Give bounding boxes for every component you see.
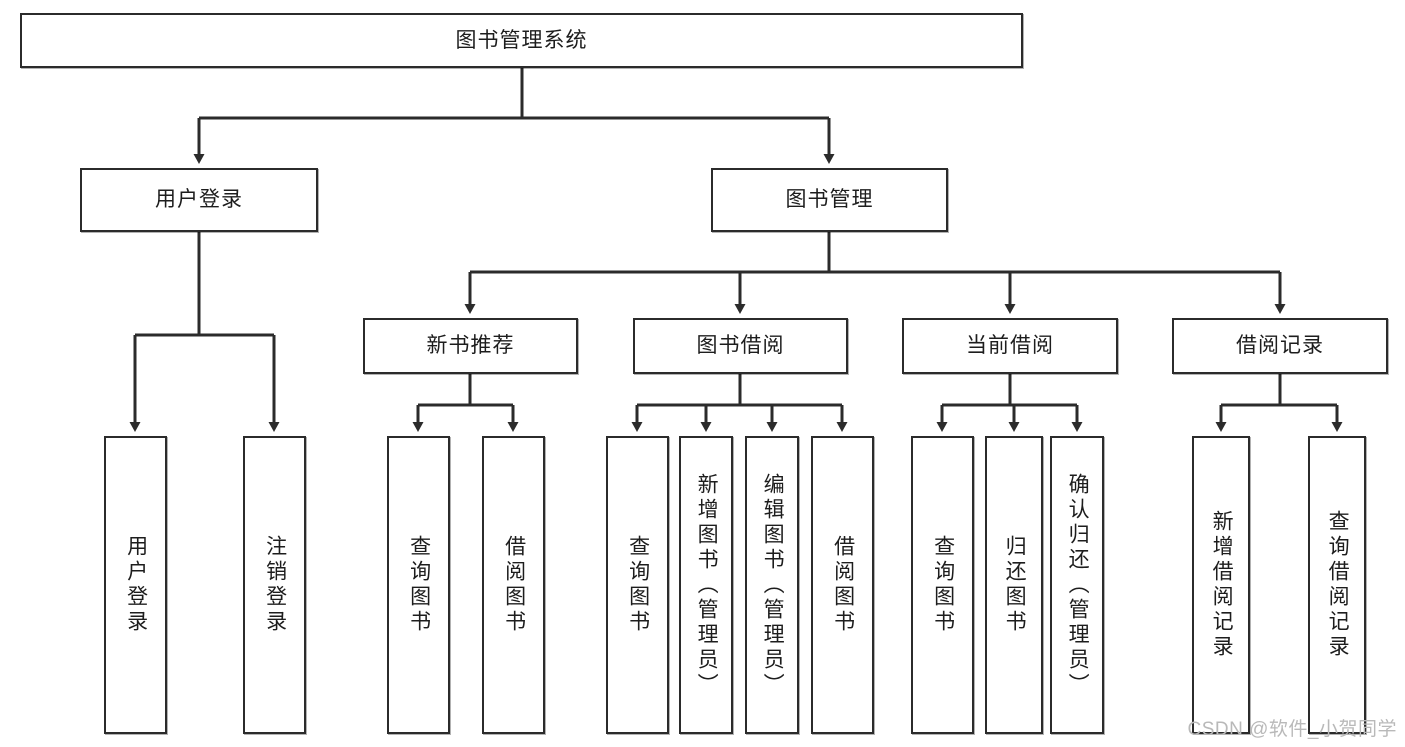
leaf-cur-confirm[interactable]: 确认归还（管理员） [1050, 436, 1104, 734]
node-root-label: 图书管理系统 [455, 28, 588, 52]
leaf-rec-query-label: 查询图书 [407, 535, 431, 635]
leaf-cur-confirm-label: 确认归还（管理员） [1066, 472, 1090, 698]
node-new-book-rec[interactable]: 新书推荐 [363, 318, 578, 374]
leaf-cur-query[interactable]: 查询图书 [911, 436, 974, 734]
node-borrow-record-label: 借阅记录 [1236, 334, 1324, 358]
node-user-login[interactable]: 用户登录 [80, 168, 318, 232]
watermark-text: CSDN @软件_小贺同学 [1187, 719, 1397, 740]
node-book-borrow-label: 图书借阅 [696, 334, 785, 358]
node-current-borrow[interactable]: 当前借阅 [902, 318, 1118, 374]
leaf-borrow-query-label: 查询图书 [626, 535, 650, 635]
leaf-rec-search-label: 查询借阅记录 [1326, 510, 1350, 660]
leaf-cur-return[interactable]: 归还图书 [985, 436, 1043, 734]
leaf-cur-return-label: 归还图书 [1003, 535, 1027, 635]
leaf-rec-borrow[interactable]: 借阅图书 [482, 436, 545, 734]
leaf-borrow-edit-label: 编辑图书（管理员） [761, 472, 785, 698]
leaf-rec-search[interactable]: 查询借阅记录 [1308, 436, 1366, 734]
node-root[interactable]: 图书管理系统 [20, 13, 1023, 68]
leaf-user-logout-label: 注销登录 [263, 535, 287, 635]
leaf-user-login[interactable]: 用户登录 [104, 436, 167, 734]
node-book-borrow[interactable]: 图书借阅 [633, 318, 848, 374]
leaf-user-login-label: 用户登录 [124, 535, 148, 635]
leaf-rec-query[interactable]: 查询图书 [387, 436, 450, 734]
leaf-rec-add-label: 新增借阅记录 [1210, 510, 1234, 660]
node-borrow-record[interactable]: 借阅记录 [1172, 318, 1388, 374]
leaf-borrow-do[interactable]: 借阅图书 [811, 436, 874, 734]
node-new-book-rec-label: 新书推荐 [426, 334, 515, 358]
node-user-login-label: 用户登录 [155, 188, 243, 212]
leaf-cur-query-label: 查询图书 [931, 535, 955, 635]
leaf-rec-borrow-label: 借阅图书 [502, 535, 526, 635]
node-book-manage[interactable]: 图书管理 [711, 168, 948, 232]
leaf-borrow-add[interactable]: 新增图书（管理员） [679, 436, 733, 734]
leaf-user-logout[interactable]: 注销登录 [243, 436, 306, 734]
node-current-borrow-label: 当前借阅 [966, 334, 1054, 358]
leaf-borrow-query[interactable]: 查询图书 [606, 436, 669, 734]
leaf-borrow-add-label: 新增图书（管理员） [695, 472, 719, 698]
leaf-borrow-edit[interactable]: 编辑图书（管理员） [745, 436, 799, 734]
leaf-rec-add[interactable]: 新增借阅记录 [1192, 436, 1250, 734]
node-book-manage-label: 图书管理 [785, 188, 874, 212]
leaf-borrow-do-label: 借阅图书 [831, 535, 855, 635]
